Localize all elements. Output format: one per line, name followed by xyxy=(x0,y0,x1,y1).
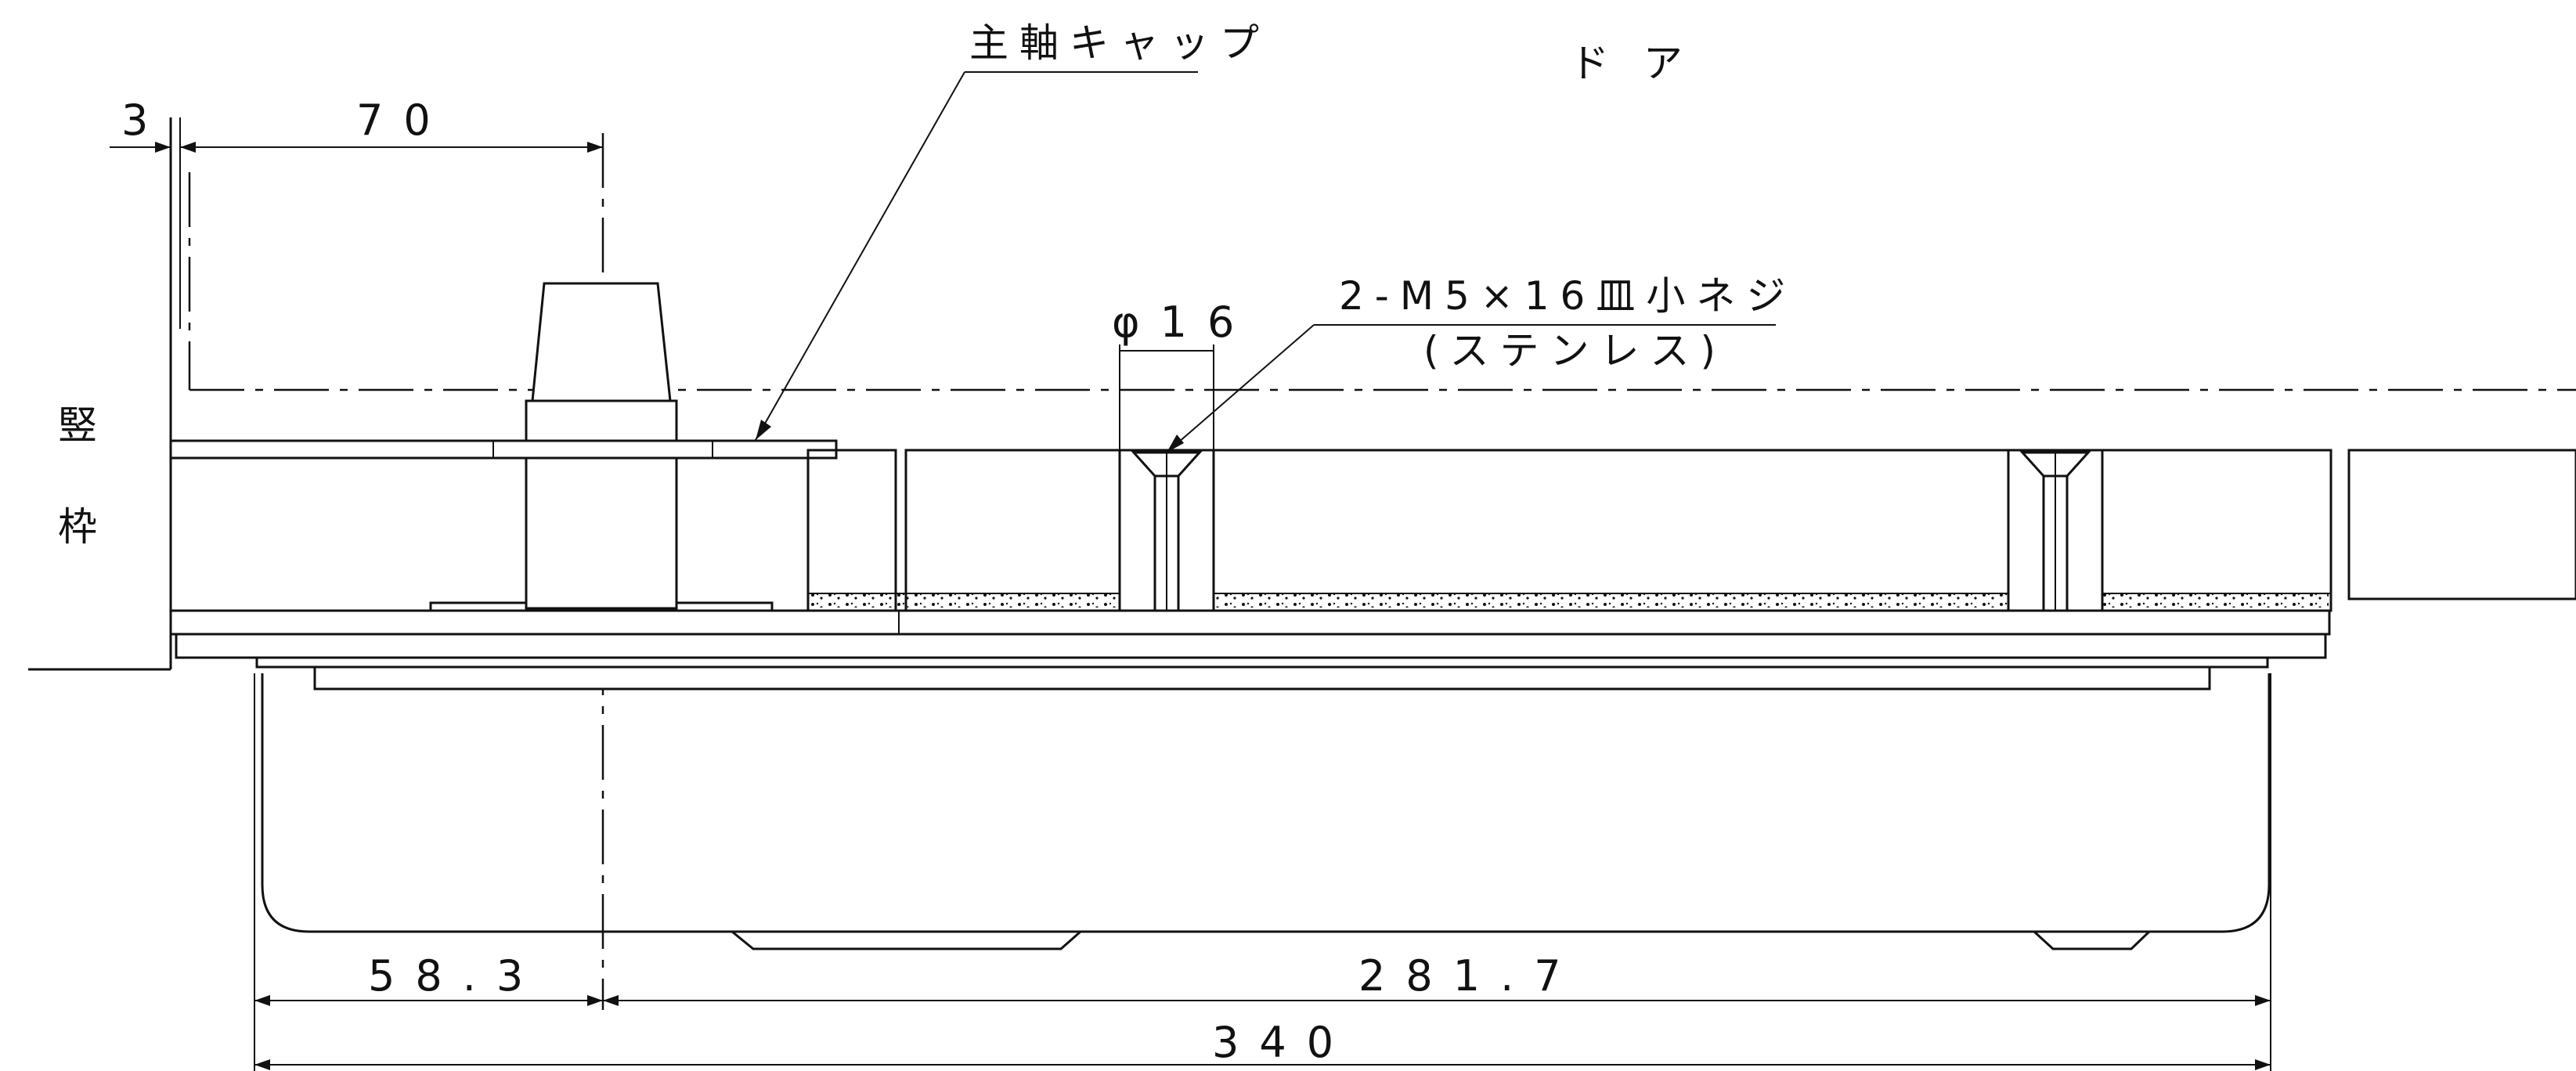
frame-label-2: 枠 xyxy=(58,504,97,550)
screw-right xyxy=(2007,449,2104,626)
spindle-offset-dimension: 70 xyxy=(356,96,451,145)
door-body xyxy=(806,449,2576,612)
door-frame xyxy=(28,117,181,671)
screw-left xyxy=(1118,449,1215,626)
bottom-dimension-lines xyxy=(254,673,2271,1071)
spindle-cap-leader xyxy=(755,71,1198,441)
left-width-dimension: 58.3 xyxy=(368,951,543,1001)
right-width-dimension: 281.7 xyxy=(1358,951,1582,1001)
clearance-dimension: 3 xyxy=(121,96,168,145)
door-label: ド ア xyxy=(1570,41,1694,86)
hole-diameter-dimension-lines xyxy=(1119,344,1214,450)
spindle-cap-label: 主軸キャップ xyxy=(969,20,1270,66)
screw-material-label: (ステンレス) xyxy=(1423,328,1726,373)
mounting-plates xyxy=(169,609,2331,691)
closer-feet xyxy=(728,930,2152,950)
hole-diameter-dimension: φ16 xyxy=(1112,298,1254,347)
screw-spec-leader xyxy=(1166,324,1776,453)
top-dimension-lines xyxy=(110,142,603,153)
screw-spec-label: 2-M5×16皿小ネジ xyxy=(1339,273,1796,319)
spindle-assembly xyxy=(169,282,838,612)
frame-label-1: 竪 xyxy=(58,402,97,448)
total-width-dimension: 340 xyxy=(1212,1018,1354,1067)
closer-body xyxy=(261,673,2271,933)
